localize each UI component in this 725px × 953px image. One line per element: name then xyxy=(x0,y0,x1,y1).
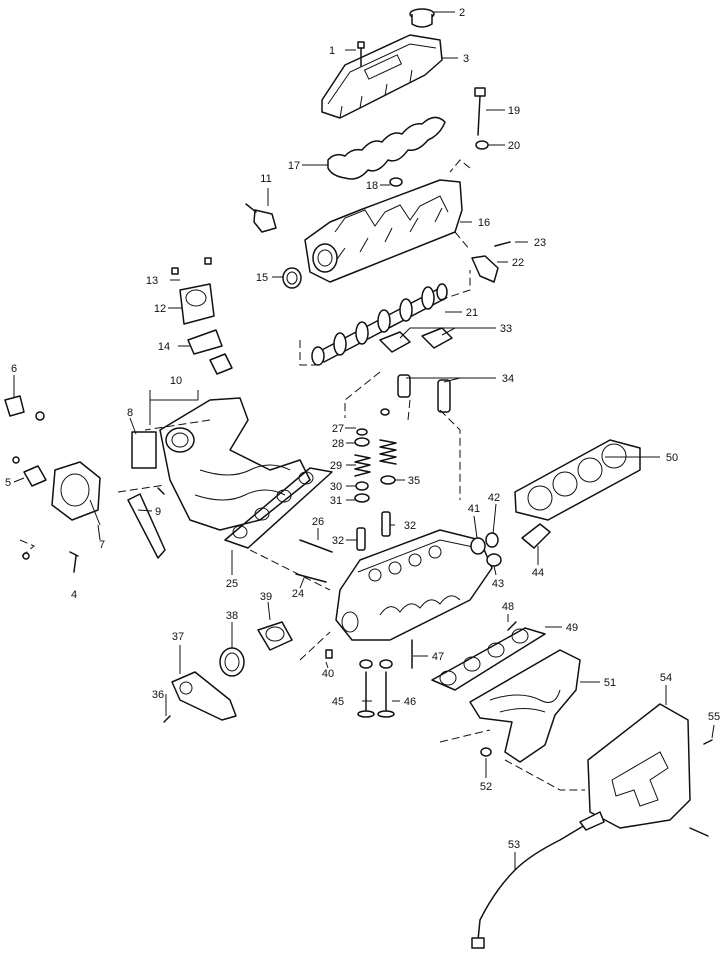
callout-13: 13 xyxy=(146,275,158,287)
callout-11: 11 xyxy=(260,173,271,185)
callout-45: 45 xyxy=(332,696,344,708)
callout-53: 53 xyxy=(508,839,520,851)
thermostat-seal xyxy=(219,647,245,677)
callout-52: 52 xyxy=(480,781,492,793)
manifold-nut xyxy=(480,747,492,757)
callout-38: 38 xyxy=(226,610,238,622)
callout-39: 39 xyxy=(260,591,272,603)
bracket-10b xyxy=(209,353,233,375)
callout-6: 6 xyxy=(11,363,17,375)
valve-cover-gasket xyxy=(327,116,446,180)
rocker-arms xyxy=(379,327,453,353)
valve-train-components xyxy=(354,408,397,551)
cover-bolt xyxy=(357,41,365,67)
plugs-41-43 xyxy=(470,532,502,567)
camshaft xyxy=(311,283,448,366)
oil-filler-cap xyxy=(409,8,435,28)
callout-50: 50 xyxy=(666,452,678,464)
callout-30: 30 xyxy=(330,481,342,493)
callout-40: 40 xyxy=(322,668,334,680)
callout-8: 8 xyxy=(127,407,133,419)
valve-cover xyxy=(321,34,443,119)
temperature-sensor xyxy=(521,523,551,549)
stud-19 xyxy=(474,87,489,150)
sensor-5 xyxy=(12,456,47,487)
egr-valve xyxy=(171,257,223,355)
callout-46: 46 xyxy=(404,696,416,708)
callout-32-left: 32 xyxy=(332,535,344,547)
callout-1: 1 xyxy=(329,45,335,57)
gasket-8 xyxy=(131,431,157,469)
callout-7: 7 xyxy=(99,539,105,551)
oxygen-sensor xyxy=(471,811,605,949)
callout-43: 43 xyxy=(492,578,504,590)
callout-44: 44 xyxy=(532,567,544,579)
callout-3: 3 xyxy=(463,53,469,65)
callout-28: 28 xyxy=(332,438,344,450)
callout-48: 48 xyxy=(502,601,514,613)
exhaust-gasket xyxy=(431,627,546,691)
callout-27: 27 xyxy=(332,423,344,435)
hydraulic-lifters xyxy=(397,374,451,413)
camshaft-housing xyxy=(304,179,463,283)
callout-26: 26 xyxy=(312,516,324,528)
intake-manifold xyxy=(159,397,311,531)
callout-35: 35 xyxy=(408,475,420,487)
callout-labels: 1 2 3 4 5 6 7 8 9 10 11 12 13 14 15 16 1… xyxy=(5,7,720,851)
callout-9: 9 xyxy=(155,506,161,518)
callout-55: 55 xyxy=(708,711,720,723)
callout-2: 2 xyxy=(459,7,465,19)
cylinder-head xyxy=(335,529,493,641)
callout-20: 20 xyxy=(508,140,520,152)
assembly-lines xyxy=(19,159,585,791)
callout-34: 34 xyxy=(502,373,514,385)
intake-gasket xyxy=(224,467,333,549)
callout-4: 4 xyxy=(71,589,77,601)
fasteners xyxy=(22,487,713,837)
callout-47: 47 xyxy=(432,651,444,663)
callout-21: 21 xyxy=(466,307,478,319)
callout-32-right: 32 xyxy=(404,520,416,532)
callout-15: 15 xyxy=(256,272,268,284)
callout-29: 29 xyxy=(330,460,342,472)
callout-12: 12 xyxy=(154,303,166,315)
callout-54: 54 xyxy=(660,672,672,684)
callout-37: 37 xyxy=(172,631,184,643)
callout-22: 22 xyxy=(512,257,524,269)
exhaust-manifold xyxy=(469,649,581,763)
callout-5: 5 xyxy=(5,477,11,489)
callout-10: 10 xyxy=(170,375,182,387)
callout-31: 31 xyxy=(330,495,342,507)
leader-lines xyxy=(13,11,715,870)
callout-17: 17 xyxy=(288,160,300,172)
thermostat xyxy=(257,621,293,651)
head-gasket xyxy=(514,439,641,521)
heat-shield xyxy=(587,703,691,829)
seal-ring xyxy=(389,177,403,187)
throttle-body xyxy=(51,461,101,526)
camshaft-seal xyxy=(282,267,302,289)
callout-14: 14 xyxy=(158,341,170,353)
callout-24: 24 xyxy=(292,588,304,600)
callout-49: 49 xyxy=(566,622,578,634)
callout-51: 51 xyxy=(604,677,616,689)
callout-25: 25 xyxy=(226,578,238,590)
bracket-9 xyxy=(127,493,166,559)
callout-16: 16 xyxy=(478,217,490,229)
callout-19: 19 xyxy=(508,105,520,117)
sensor-6 xyxy=(4,395,45,421)
callout-23: 23 xyxy=(534,237,546,249)
callout-42: 42 xyxy=(488,492,500,504)
callout-18: 18 xyxy=(366,180,378,192)
sensor-11 xyxy=(245,203,277,233)
callout-41: 41 xyxy=(468,503,480,515)
callout-36: 36 xyxy=(152,689,164,701)
callout-33: 33 xyxy=(500,323,512,335)
bracket-22 xyxy=(471,241,511,283)
thermostat-housing xyxy=(171,671,237,721)
